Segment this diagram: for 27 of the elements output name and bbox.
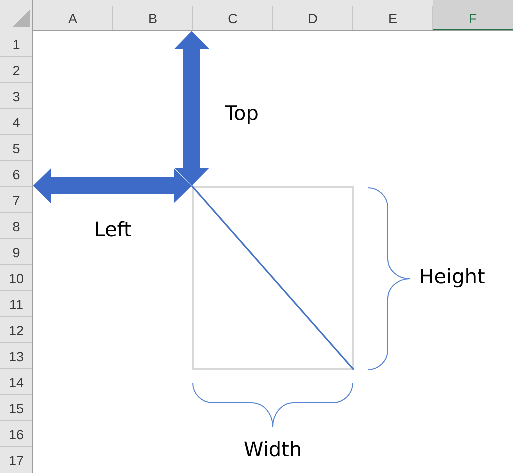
row-number: 13 [10, 352, 24, 362]
row-number: 2 [13, 66, 20, 76]
column-letter: B [150, 14, 157, 24]
column-letter: F [433, 0, 513, 31]
row-number: 16 [10, 430, 24, 440]
row-number: 7 [13, 196, 20, 206]
row-number: 15 [10, 404, 24, 414]
row-number: 1 [14, 40, 20, 50]
row-number: 17 [10, 456, 24, 466]
row-number: 9 [13, 248, 20, 258]
column-letter: E [390, 14, 397, 24]
column-letter: D [309, 14, 318, 24]
row-number: 5 [13, 144, 20, 154]
row-number: 4 [13, 118, 20, 128]
row-number: 14 [10, 378, 24, 388]
row-number: 3 [13, 92, 20, 102]
row-number: 6 [13, 170, 20, 180]
row-number: 10 [10, 274, 24, 284]
row-number: 11 [10, 300, 23, 310]
edge-label: Left [96, 221, 132, 237]
row-number: 8 [13, 222, 20, 232]
column-letter: C [228, 14, 238, 24]
column-letter: A [68, 14, 78, 24]
edge-label: Top [225, 106, 258, 124]
dimension-label: Height [421, 268, 485, 288]
dimension-label: Width [244, 441, 300, 457]
row-number: 12 [10, 326, 24, 336]
